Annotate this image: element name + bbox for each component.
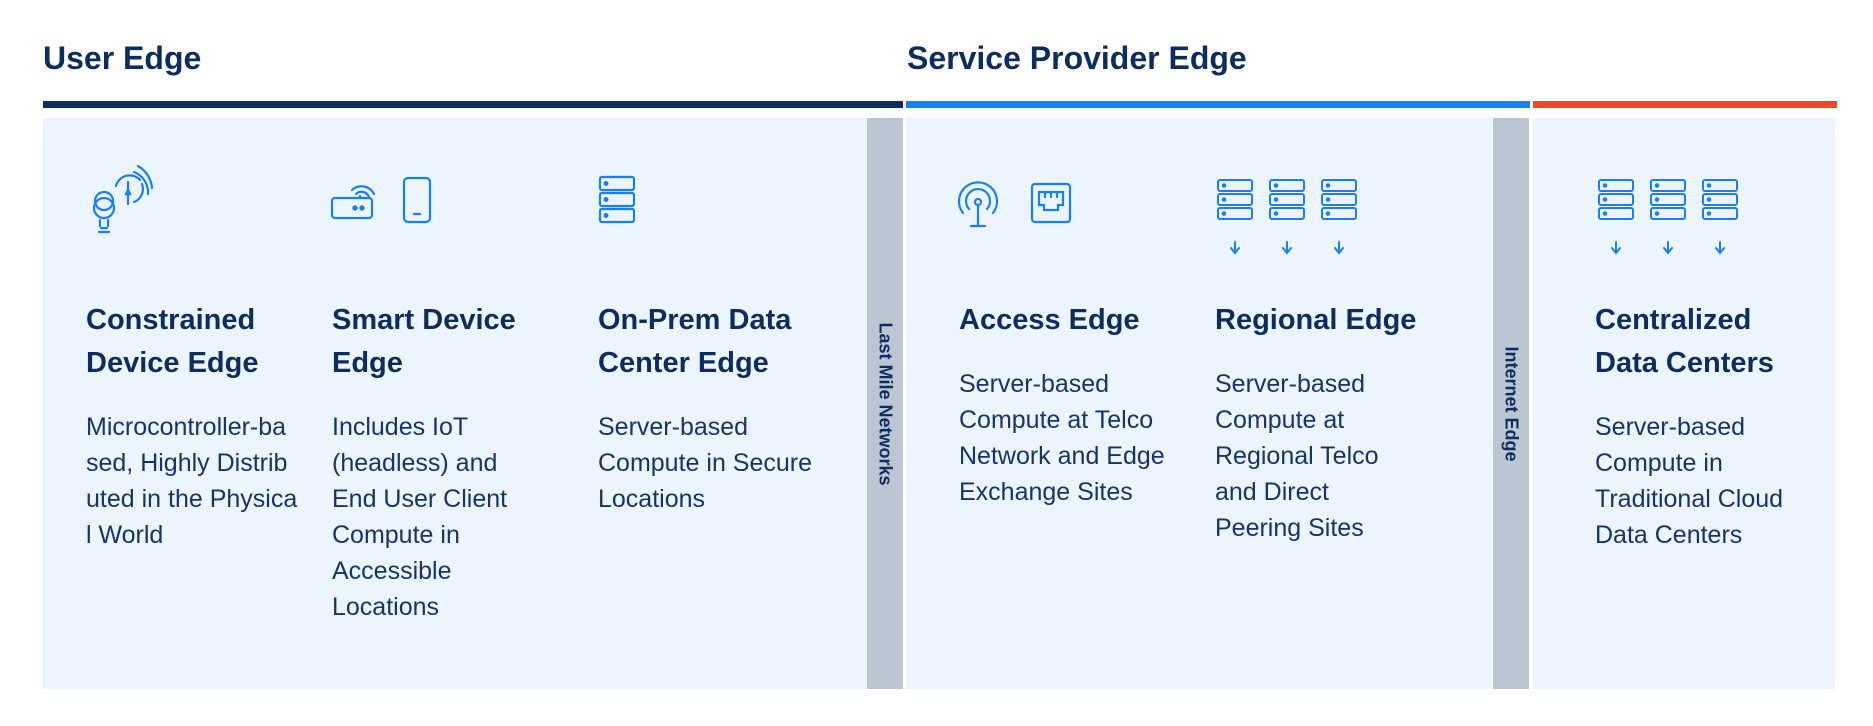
constrained-device-edge-description: Microcontroller-based, Highly Distribute…: [86, 413, 298, 549]
service-provider-panel: [906, 118, 1493, 689]
regional-edge-title: Regional Edge: [1215, 304, 1417, 336]
constrained-device-edge-title: Constrained Device Edge: [86, 304, 259, 379]
access-edge-title: Access Edge: [959, 304, 1140, 336]
internet-edge-label: Internet Edge: [1501, 345, 1522, 462]
server-rack-icon: [598, 175, 638, 227]
access-edge-description: Server-based Compute at Telco Network an…: [959, 370, 1165, 506]
last-mile-networks-divider: Last Mile Networks: [867, 118, 903, 689]
smart-device-edge-title: Smart Device Edge: [332, 304, 516, 379]
centralized-data-centers-title: Centralized Data Centers: [1595, 304, 1774, 379]
regional-edge-description: Server-based Compute at Regional Telco a…: [1215, 370, 1379, 542]
user-edge-panel: [43, 118, 867, 689]
cloud-bar: [1533, 101, 1837, 108]
lightbulb-wireless-icon: [90, 164, 154, 242]
on-prem-data-center-edge-title: On-Prem Data Center Edge: [598, 304, 792, 379]
smart-device-edge-description: Includes IoT (headless) and End User Cli…: [332, 413, 508, 621]
service-provider-edge-heading: Service Provider Edge: [907, 40, 1247, 76]
last-mile-networks-label: Last Mile Networks: [875, 321, 896, 486]
server-racks-icon: [1597, 178, 1741, 256]
server-racks-icon: [1216, 178, 1360, 256]
internet-edge-divider: Internet Edge: [1493, 118, 1529, 689]
on-prem-data-center-edge-description: Server-based Compute in Secure Locations: [598, 413, 813, 513]
antenna-and-ethernet-port-icon: [956, 180, 1076, 230]
user-edge-heading: User Edge: [43, 40, 202, 76]
centralized-data-centers-description: Server-based Compute in Traditional Clou…: [1595, 413, 1784, 549]
service-provider-edge-bar: [906, 101, 1530, 108]
router-and-phone-icon: [330, 176, 436, 224]
user-edge-bar: [43, 101, 903, 108]
